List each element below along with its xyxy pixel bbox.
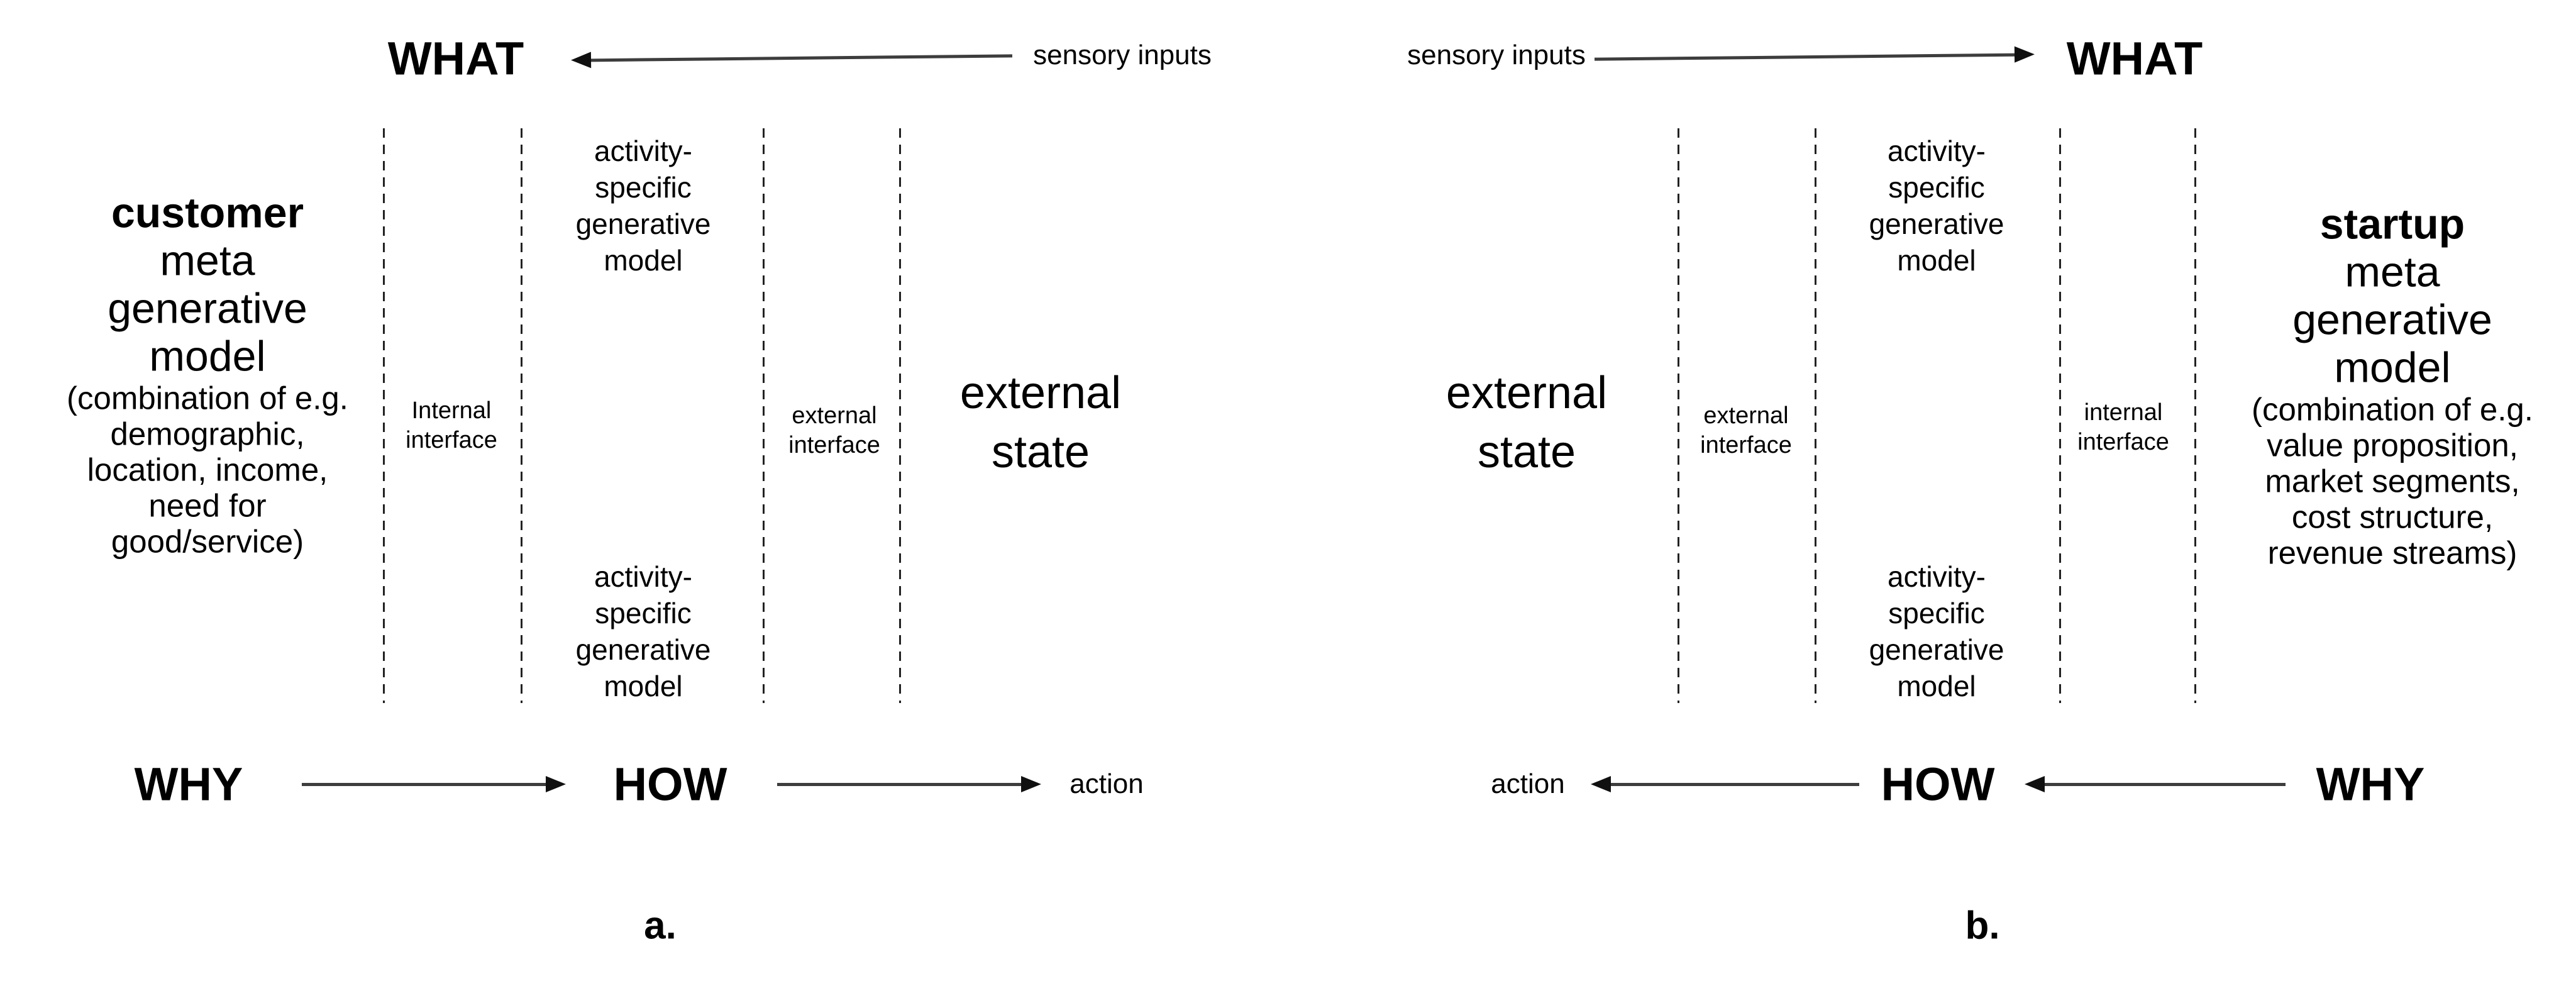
entity-detail: (combination of e.g. value proposition, …: [2252, 391, 2533, 571]
entity-detail: (combination of e.g. demographic, locati…: [67, 380, 348, 560]
how-label-a: HOW: [613, 758, 727, 811]
internal-interface-label-a: Internal interface: [406, 397, 497, 453]
how-label-b: HOW: [1881, 758, 1995, 811]
panel-label-a: a.: [644, 904, 677, 948]
what-label-a: WHAT: [387, 32, 524, 85]
sensory-inputs-label-a: sensory inputs: [1033, 40, 1212, 70]
action-label-b: action: [1491, 768, 1565, 799]
external-state-label-b: external state: [1446, 368, 1608, 477]
dashed-divider: [521, 128, 522, 703]
activity-model-bottom-b: activity- specific generative model: [1869, 560, 2004, 702]
dashed-divider: [1678, 128, 1679, 703]
arrow-shaft: [584, 54, 1013, 62]
external-interface-label-b: external interface: [1700, 402, 1792, 458]
entity-name: customer: [111, 189, 304, 237]
sensory-inputs-label-b: sensory inputs: [1407, 40, 1586, 70]
dashed-divider: [899, 128, 901, 703]
sensory-inputs-arrow-a: [570, 52, 1013, 69]
arrow-shaft: [2038, 783, 2286, 786]
why-label-b: WHY: [2316, 758, 2425, 811]
arrowhead-right-icon: [1021, 776, 1041, 792]
activity-model-bottom-a: activity- specific generative model: [575, 560, 711, 702]
activity-model-top-a: activity- specific generative model: [575, 135, 711, 277]
dashed-divider: [763, 128, 765, 703]
why-label-a: WHY: [134, 758, 243, 811]
arrowhead-left-icon: [2025, 776, 2045, 792]
arrowhead-right-icon: [2014, 46, 2035, 63]
internal-interface-label-b: internal interface: [2077, 399, 2169, 455]
arrowhead-right-icon: [546, 776, 566, 792]
customer-model-block: customer meta generative model (combinat…: [67, 189, 348, 560]
entity-name: startup: [2319, 200, 2465, 248]
arrow-shaft: [777, 783, 1027, 786]
activity-model-top-b: activity- specific generative model: [1869, 135, 2004, 277]
arrowhead-left-icon: [570, 52, 592, 69]
sensory-inputs-arrow-b: [1594, 46, 2035, 63]
panel-label-b: b.: [1965, 904, 2000, 948]
dashed-divider: [2059, 128, 2061, 703]
external-state-label-a: external state: [959, 368, 1122, 477]
startup-model-block: startup meta generative model (combinati…: [2252, 200, 2533, 571]
arrow-shaft: [1594, 53, 2021, 61]
arrowhead-left-icon: [1591, 776, 1611, 792]
arrow-shaft: [1605, 783, 1859, 786]
action-label-a: action: [1070, 768, 1144, 799]
arrow-shaft: [302, 783, 552, 786]
what-label-b: WHAT: [2066, 32, 2203, 85]
dashed-divider: [383, 128, 385, 703]
external-interface-label-a: external interface: [788, 402, 880, 458]
dashed-divider: [2194, 128, 2196, 703]
dashed-divider: [1815, 128, 1816, 703]
